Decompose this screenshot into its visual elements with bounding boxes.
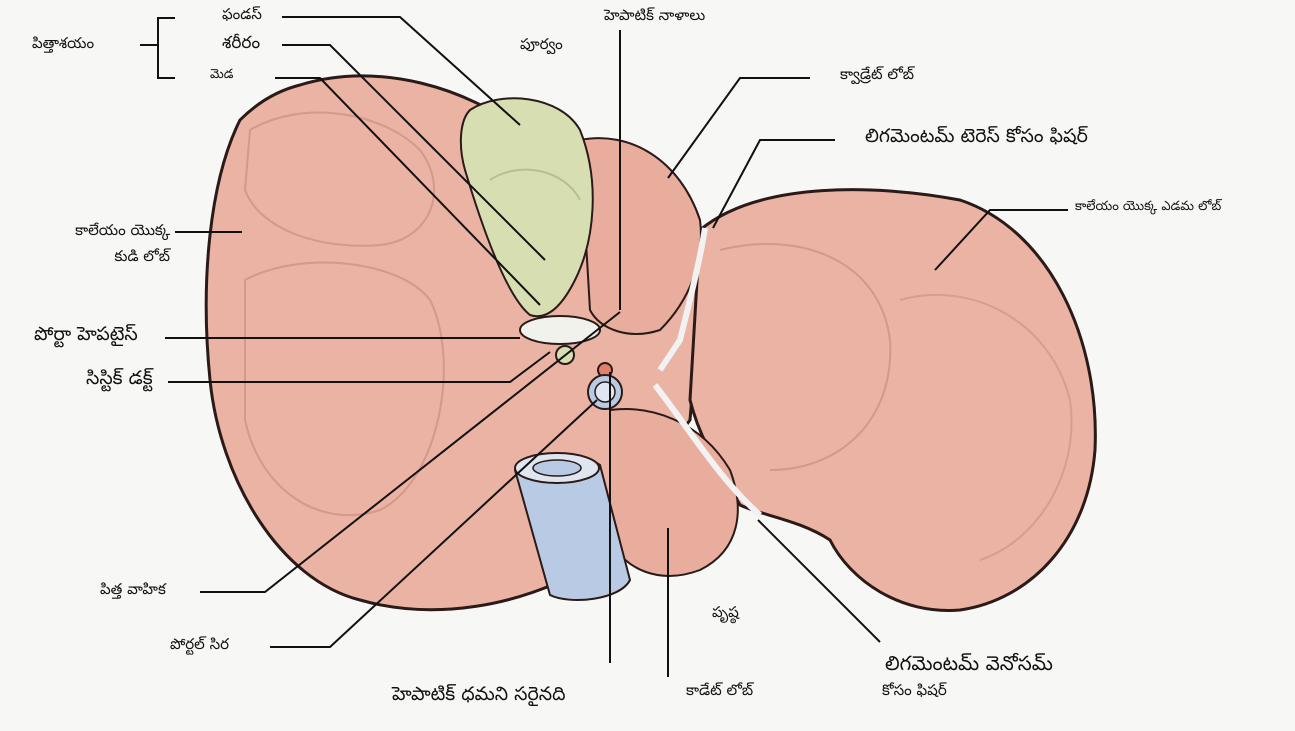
bile-duct-label: పిత్త వాహిక bbox=[100, 580, 166, 598]
neck-label: మెడ bbox=[210, 67, 234, 82]
caudate-lobe-label: కాడేట్ లోబ్ bbox=[686, 681, 754, 699]
porta-hepatis-shape bbox=[519, 315, 601, 345]
ligamentum-venosum-label-line2: కోసం ఫిషర్ bbox=[882, 681, 947, 699]
gallbladder-bracket bbox=[140, 17, 175, 79]
fissure-ligamentum-venosum bbox=[652, 383, 762, 518]
posterior-label: పృష్ఠ bbox=[712, 603, 739, 621]
fissure-ligamentum-teres bbox=[657, 227, 708, 372]
gallbladder-shape bbox=[459, 97, 594, 318]
portal-vein-label: పోర్టల్ సిర bbox=[170, 635, 229, 653]
cystic-duct-label: సిస్టిక్ డక్ట్ bbox=[86, 367, 153, 389]
anterior-label: పూర్వం bbox=[520, 35, 563, 53]
fissure-ligamentum-teres-label: లిగమెంటమ్ టెరెస్ కోసం ఫిషర్ bbox=[865, 125, 1088, 147]
hepatic-ducts-label: హెపాటిక్ నాళాలు bbox=[604, 6, 706, 24]
right-lobe-label-line1: కాలేయం యొక్క bbox=[75, 221, 170, 239]
fundus-label: ఫండస్ bbox=[222, 5, 262, 23]
quadrate-lobe-label: క్వాడ్రేట్ లోబ్ bbox=[840, 65, 915, 83]
body-label: శరీరం bbox=[222, 33, 261, 53]
proper-hepatic-artery-label: హెపాటిక్ ధమని సరైనది bbox=[392, 683, 566, 705]
ligamentum-venosum-label-line1: లిగమెంటమ్ వెనోసమ్ bbox=[885, 651, 1053, 675]
left-lobe-label: కాలేయం యొక్క ఎడమ లోబ్ bbox=[1075, 199, 1222, 214]
gallbladder-label: పిత్తాశయం bbox=[32, 34, 95, 52]
left-lobe-shape bbox=[688, 188, 1097, 612]
right-lobe-label-line2: కుడి లోబ్ bbox=[114, 247, 170, 265]
porta-hepatis-label: పోర్టా హెపటైస్ bbox=[34, 323, 138, 345]
